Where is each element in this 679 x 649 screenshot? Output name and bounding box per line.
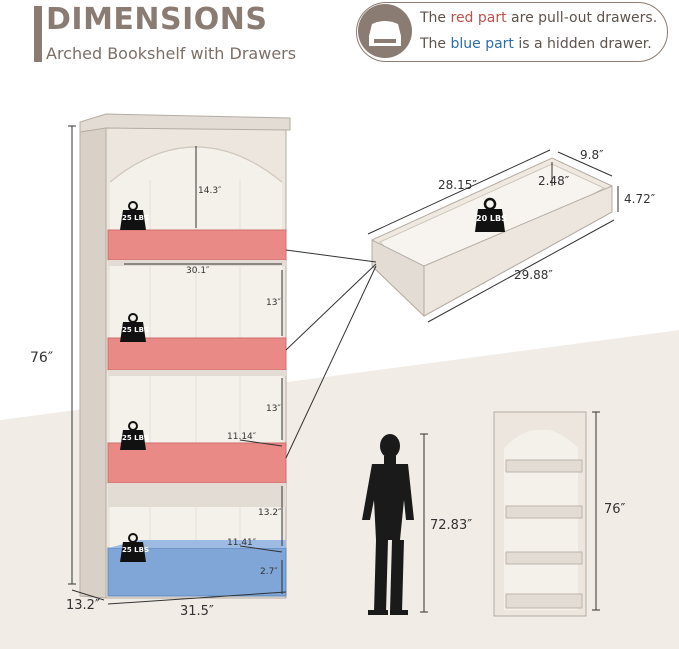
- weight-label-4: 25 LBS: [122, 546, 150, 554]
- legend-blue-word: blue part: [450, 36, 514, 52]
- weight-label-1: 25 LBS: [122, 214, 150, 222]
- drawer-detail: [371, 157, 613, 318]
- small-shelf-dimension-line: [592, 411, 600, 611]
- weight-label-2: 25 LBS: [122, 326, 150, 334]
- drawer-depth-label: 9.8″: [580, 148, 604, 162]
- bookshelf-dimension-lines: [68, 125, 287, 605]
- shelf-depth-label: 13.2″: [66, 598, 100, 613]
- drawer-front-length-label: 28.15″: [438, 178, 477, 192]
- drawer-weight-label: 20 LBS: [476, 214, 507, 223]
- drawer-inner-height-label: 2.48″: [538, 174, 570, 188]
- shelf-gap-1-label: 13″: [266, 298, 281, 308]
- legend-line-red: The red part are pull-out drawers.: [420, 10, 658, 26]
- shelf-height-label: 76″: [30, 350, 54, 366]
- small-bookshelf: [493, 411, 587, 617]
- legend-line-blue: The blue part is a hidden drawer.: [420, 36, 652, 52]
- shelf-depth-2-label: 11.41″: [227, 538, 257, 548]
- shelf-gap-2-label: 13″: [266, 404, 281, 414]
- shelf-1: [108, 260, 286, 266]
- shelf-2: [108, 370, 286, 376]
- shelf-3: [108, 483, 286, 507]
- page-title: DIMENSIONS: [46, 2, 268, 37]
- person-height-label: 72.83″: [430, 518, 473, 533]
- page-subtitle: Arched Bookshelf with Drawers: [46, 44, 297, 63]
- shelf-width-label: 31.5″: [180, 604, 214, 619]
- shelf-gap-3-label: 13.2″: [258, 508, 282, 518]
- legend-red-word: red part: [450, 10, 507, 26]
- title-accent-bar: [34, 6, 42, 62]
- drawer-dimension-lines: [285, 149, 619, 459]
- drawer-icon: [358, 4, 412, 58]
- drawer-1: [107, 229, 287, 261]
- person-dimension-line: [420, 433, 428, 613]
- drawer-3: [107, 442, 287, 484]
- bookshelf: [79, 113, 291, 599]
- person-silhouette: [362, 434, 414, 615]
- shelf-depth-1-label: 11.14″: [227, 432, 257, 442]
- drawer-bottom-length-label: 29.88″: [514, 268, 553, 282]
- weight-label-3: 25 LBS: [122, 434, 150, 442]
- weight-badges: [120, 201, 146, 562]
- arch-height-label: 14.3″: [198, 186, 222, 196]
- drawer-2: [107, 337, 287, 371]
- base-height-label: 2.7″: [260, 567, 278, 577]
- inner-width-label: 30.1″: [186, 266, 210, 276]
- small-shelf-height-label: 76″: [604, 502, 626, 517]
- drawer-height-label: 4.72″: [624, 192, 656, 206]
